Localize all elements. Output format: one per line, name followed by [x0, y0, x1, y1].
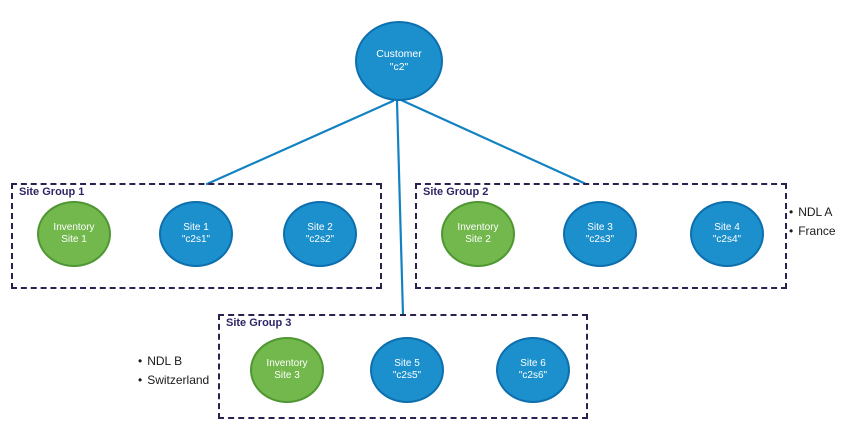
site-2-line1: Site 2	[307, 221, 333, 233]
annotation-ndl-b: • NDL B • Switzerland	[138, 352, 209, 390]
site-group-2-box: Site Group 2	[415, 183, 787, 289]
inventory-site-1-node: Inventory Site 1	[37, 201, 111, 267]
bullet-icon: •	[789, 224, 794, 238]
bullet-icon: •	[789, 205, 794, 219]
site-6-node: Site 6 "c2s6"	[496, 337, 570, 403]
annotation-item: • NDL B	[138, 352, 209, 371]
site-group-3-label: Site Group 3	[226, 317, 292, 329]
site-2-line2: "c2s2"	[305, 234, 335, 245]
site-3-line2: "c2s3"	[585, 234, 615, 245]
inventory-site-2-node: Inventory Site 2	[441, 201, 515, 267]
site-2-node: Site 2 "c2s2"	[283, 201, 357, 267]
inventory-site-3-line1: Inventory	[266, 357, 308, 369]
inventory-site-3-node: Inventory Site 3	[250, 337, 324, 403]
site-6-line2: "c2s6"	[518, 370, 548, 381]
connector-line-site-group-3	[395, 99, 405, 317]
site-5-node: Site 5 "c2s5"	[370, 337, 444, 403]
site-group-1-label: Site Group 1	[19, 186, 85, 198]
site-group-1-box: Site Group 1	[11, 183, 382, 289]
site-group-3-box: Site Group 3	[218, 314, 588, 419]
inventory-site-1-line2: Site 1	[61, 234, 87, 245]
site-4-node: Site 4 "c2s4"	[690, 201, 764, 267]
customer-node: Customer "c2"	[355, 21, 443, 101]
connector-line-site-group-2	[399, 98, 588, 186]
annotation-item: • Switzerland	[138, 371, 209, 390]
inventory-site-3-line2: Site 3	[274, 370, 300, 381]
site-6-line1: Site 6	[520, 357, 546, 369]
inventory-site-2-line2: Site 2	[465, 234, 491, 245]
site-1-line1: Site 1	[183, 221, 209, 233]
annotation-text: NDL B	[147, 354, 183, 368]
connector-line-site-group-1	[205, 99, 395, 186]
site-1-node: Site 1 "c2s1"	[159, 201, 233, 267]
site-4-line2: "c2s4"	[712, 234, 742, 245]
inventory-site-1-line1: Inventory	[53, 221, 95, 233]
annotation-item: • NDL A	[789, 203, 836, 222]
site-group-2-label: Site Group 2	[423, 186, 489, 198]
bullet-icon: •	[138, 373, 143, 387]
annotation-item: • France	[789, 222, 836, 241]
site-4-line1: Site 4	[714, 221, 740, 233]
annotation-ndl-a: • NDL A • France	[789, 203, 836, 241]
site-5-line2: "c2s5"	[392, 370, 422, 381]
site-5-line1: Site 5	[394, 357, 420, 369]
customer-node-line2: "c2"	[389, 61, 409, 73]
site-3-line1: Site 3	[587, 221, 613, 233]
annotation-text: Switzerland	[147, 373, 210, 387]
site-3-node: Site 3 "c2s3"	[563, 201, 637, 267]
site-1-line2: "c2s1"	[181, 234, 211, 245]
annotation-text: France	[798, 224, 836, 238]
bullet-icon: •	[138, 354, 143, 368]
customer-node-line1: Customer	[376, 48, 422, 60]
inventory-site-2-line1: Inventory	[457, 221, 499, 233]
annotation-text: NDL A	[798, 205, 833, 219]
